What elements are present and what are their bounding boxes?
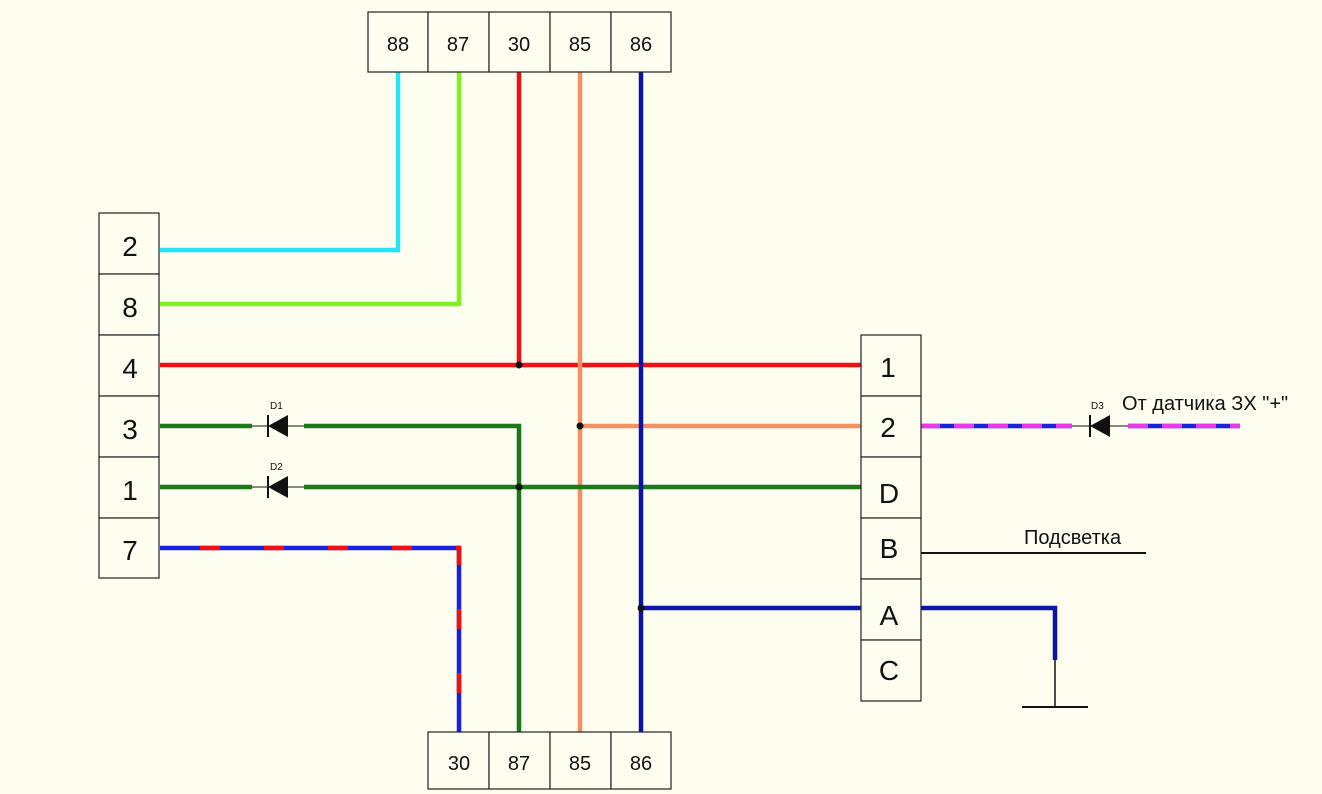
pin-label: 87 bbox=[447, 34, 469, 56]
connector-pin bbox=[610, 731, 672, 790]
wire-cyan bbox=[160, 72, 401, 253]
diode-triangle-icon bbox=[1090, 415, 1110, 437]
diode-d3: D3 bbox=[1089, 401, 1110, 437]
wires bbox=[160, 72, 1240, 732]
pin-label: 2 bbox=[880, 412, 896, 443]
connector-pin bbox=[860, 578, 922, 641]
wire-green-3b bbox=[304, 423, 522, 732]
junctions bbox=[515, 361, 645, 612]
connector-pin bbox=[549, 11, 612, 73]
wire-bluered-dash bbox=[160, 545, 462, 732]
connector-pin bbox=[98, 334, 160, 397]
backlight-label: Подсветка bbox=[1024, 527, 1122, 549]
pin-label: 30 bbox=[508, 34, 530, 56]
junction-dot bbox=[576, 422, 584, 430]
connector-pin bbox=[367, 11, 429, 73]
connector-pin bbox=[427, 11, 490, 73]
pin-label: C bbox=[879, 655, 899, 686]
connector-pin bbox=[488, 11, 551, 73]
diode-label-d2: D2 bbox=[270, 462, 283, 473]
pin-label: 88 bbox=[387, 34, 409, 56]
connector-pin bbox=[98, 517, 160, 579]
sensor-label: От датчика ЗХ "+" bbox=[1122, 393, 1288, 415]
connector-pin bbox=[610, 11, 672, 73]
connector-pin bbox=[860, 639, 922, 702]
junction-dot bbox=[515, 483, 523, 491]
pin-label: 1 bbox=[122, 475, 138, 506]
connector-pin bbox=[98, 456, 160, 519]
pin-label: 30 bbox=[448, 753, 470, 775]
pin-label: 1 bbox=[880, 352, 896, 383]
wire-lime bbox=[160, 72, 462, 307]
diode-d2: D2 bbox=[267, 462, 288, 498]
diode-label-d3: D3 bbox=[1091, 401, 1104, 412]
diode-d1: D1 bbox=[267, 401, 288, 437]
pin-label: 86 bbox=[630, 34, 652, 56]
connector-pin bbox=[860, 395, 922, 458]
junction-dot bbox=[637, 604, 645, 612]
pin-label: 85 bbox=[569, 753, 591, 775]
pin-label: 87 bbox=[508, 753, 530, 775]
pin-label: 85 bbox=[569, 34, 591, 56]
connector-pin bbox=[98, 273, 160, 336]
connector-pin bbox=[98, 212, 160, 275]
pin-label: A bbox=[880, 600, 899, 631]
pin-label: 7 bbox=[122, 535, 138, 566]
pin-label: 2 bbox=[122, 231, 138, 262]
diode-triangle-icon bbox=[268, 476, 288, 498]
pin-label: B bbox=[880, 533, 899, 564]
pin-label: 3 bbox=[122, 414, 138, 445]
pin-label: 4 bbox=[122, 353, 138, 384]
connector-pin bbox=[488, 731, 551, 790]
wire-navy-ground bbox=[920, 605, 1058, 660]
junction-dot bbox=[515, 361, 523, 369]
diode-label-d1: D1 bbox=[270, 401, 283, 412]
right-connector: 1 2 D B A C bbox=[860, 334, 922, 702]
connector-pin bbox=[549, 731, 612, 790]
top-connector: 88 87 30 85 86 bbox=[367, 11, 672, 73]
pin-label: 8 bbox=[122, 292, 138, 323]
connector-pin bbox=[860, 456, 922, 519]
pin-label: D bbox=[879, 478, 899, 509]
bottom-connector: 30 87 85 86 bbox=[427, 731, 672, 790]
wire-bluered-base bbox=[160, 545, 462, 732]
diode-triangle-icon bbox=[268, 415, 288, 437]
left-connector: 2 8 4 3 1 7 bbox=[98, 212, 160, 579]
connector-pin bbox=[427, 731, 490, 790]
connector-pin bbox=[860, 334, 922, 397]
pin-label: 86 bbox=[630, 753, 652, 775]
